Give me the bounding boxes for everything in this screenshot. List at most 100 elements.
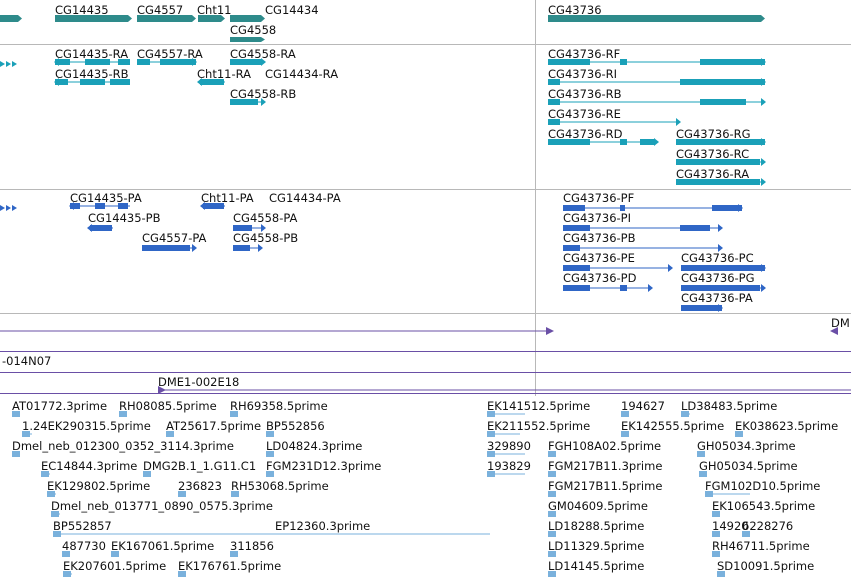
transcript-glyph-exon[interactable] — [137, 59, 150, 65]
transcript-label[interactable]: CG43736-RG — [676, 127, 751, 141]
clone-arrow[interactable] — [830, 327, 838, 335]
est-label[interactable]: 487730 — [62, 539, 106, 553]
transcript-glyph-arrow[interactable] — [676, 118, 681, 126]
gene-bar[interactable] — [198, 15, 225, 22]
protein-label[interactable]: CG43736-PA — [681, 291, 753, 305]
transcript-glyph-arrow[interactable] — [654, 138, 659, 146]
protein-glyph-arrow[interactable] — [718, 224, 723, 232]
transcript-glyph-exon[interactable] — [676, 179, 760, 185]
protein-glyph-exon[interactable] — [142, 245, 190, 251]
est-label[interactable]: EK211552.5prime — [487, 419, 591, 433]
transcript-label[interactable]: CG43736-RF — [548, 47, 621, 61]
transcript-glyph-exon[interactable] — [620, 139, 627, 145]
est-label[interactable]: SD10091.5prime — [717, 559, 815, 573]
gene-bar[interactable] — [0, 15, 22, 22]
est-glyph[interactable] — [548, 511, 554, 517]
est-glyph[interactable] — [47, 491, 53, 497]
protein-label[interactable]: CG4558-PB — [233, 231, 299, 245]
transcript-label[interactable]: CG43736-RA — [676, 167, 750, 181]
est-glyph[interactable] — [178, 491, 184, 497]
est-glyph[interactable] — [487, 451, 493, 457]
transcript-glyph-arrow[interactable] — [761, 178, 766, 186]
est-glyph[interactable] — [735, 431, 741, 437]
est-label[interactable]: LD11329.5prime — [548, 539, 645, 553]
transcript-glyph-exon[interactable] — [640, 139, 655, 145]
protein-glyph[interactable] — [6, 205, 11, 211]
est-label[interactable]: FGM102D10.5prime — [705, 479, 821, 493]
est-label[interactable]: FGM217B11.5prime — [548, 479, 663, 493]
est-label[interactable]: DMG2B.1_1.G11.C1 — [143, 459, 257, 473]
est-glyph[interactable] — [712, 511, 718, 517]
transcript-label[interactable]: CG43736-RC — [676, 147, 750, 161]
est-glyph[interactable] — [548, 491, 554, 497]
protein-glyph-arrow[interactable] — [738, 204, 743, 212]
est-glyph[interactable] — [712, 531, 718, 537]
transcript-glyph[interactable] — [6, 61, 11, 67]
protein-glyph-exon[interactable] — [203, 203, 224, 209]
est-label[interactable]: EC14844.3prime — [41, 459, 138, 473]
protein-glyph-exon[interactable] — [95, 203, 105, 209]
gene-label[interactable]: CG43736 — [548, 3, 602, 17]
est-glyph[interactable] — [266, 471, 272, 477]
gene-bar[interactable] — [55, 15, 132, 22]
protein-glyph-exon[interactable] — [90, 225, 112, 231]
transcript-glyph-exon[interactable] — [548, 99, 560, 105]
protein-glyph-arrow[interactable] — [761, 284, 766, 292]
transcript-label[interactable]: CG43736-RB — [548, 87, 622, 101]
transcript-glyph-arrow[interactable] — [261, 98, 266, 106]
est-glyph[interactable] — [621, 411, 627, 417]
transcript-glyph-exon[interactable] — [230, 99, 258, 105]
protein-glyph-exon[interactable] — [712, 205, 742, 211]
protein-glyph-exon[interactable] — [563, 285, 590, 291]
est-label[interactable]: FGM231D12.3prime — [266, 459, 382, 473]
transcript-glyph-exon[interactable] — [110, 79, 130, 85]
transcript-glyph-exon[interactable] — [548, 59, 590, 65]
est-glyph[interactable] — [143, 471, 149, 477]
protein-label[interactable]: CG43736-PF — [563, 191, 635, 205]
transcript-glyph-arrow[interactable] — [761, 98, 766, 106]
transcript-glyph-exon[interactable] — [548, 119, 560, 125]
est-glyph[interactable] — [487, 431, 493, 437]
protein-label[interactable]: CG43736-PG — [681, 271, 755, 285]
est-glyph[interactable] — [548, 451, 554, 457]
est-glyph[interactable] — [621, 431, 627, 437]
est-label[interactable]: Dmel_neb_013771_0890_0575.3prime — [51, 499, 273, 513]
est-label[interactable]: EK176761.5prime — [178, 559, 282, 573]
gene-label[interactable]: CG14434 — [265, 3, 319, 17]
est-label[interactable]: LD14145.5prime — [548, 559, 645, 573]
est-label[interactable]: 194627 — [621, 399, 665, 413]
est-label[interactable]: BP552856 — [266, 419, 325, 433]
est-glyph[interactable] — [63, 571, 69, 577]
est-glyph[interactable] — [230, 551, 236, 557]
est-label[interactable]: EK167061.5prime — [111, 539, 215, 553]
clone-label[interactable]: DM — [831, 316, 850, 330]
transcript-glyph-arrow[interactable] — [192, 58, 197, 66]
protein-glyph-arrow[interactable] — [718, 244, 723, 252]
est-glyph[interactable] — [548, 551, 554, 557]
est-label[interactable]: 14920 — [712, 519, 749, 533]
est-label[interactable]: EK207601.5prime — [63, 559, 167, 573]
transcript-label[interactable]: CG43736-RI — [548, 67, 618, 81]
protein-glyph-exon[interactable] — [233, 225, 252, 231]
protein-label[interactable]: CG43736-PC — [681, 251, 754, 265]
est-label[interactable]: 311856 — [230, 539, 274, 553]
transcript-label[interactable]: CG14435-RA — [55, 47, 129, 61]
transcript-glyph-exon[interactable] — [85, 59, 110, 65]
protein-label[interactable]: CG43736-PB — [563, 231, 636, 245]
transcript-glyph[interactable] — [0, 61, 5, 67]
protein-label[interactable]: CG43736-PD — [563, 271, 637, 285]
est-label[interactable]: GH05034.5prime — [699, 459, 798, 473]
protein-glyph-exon[interactable] — [233, 245, 250, 251]
clone-label[interactable]: DME1-002E18 — [158, 375, 240, 389]
gene-label[interactable]: CG14435 — [55, 3, 109, 17]
transcript-glyph-exon[interactable] — [620, 59, 627, 65]
protein-glyph-exon[interactable] — [563, 245, 580, 251]
est-glyph[interactable] — [119, 411, 125, 417]
protein-glyph-exon[interactable] — [620, 205, 625, 211]
est-glyph[interactable] — [717, 571, 723, 577]
est-label[interactable]: RH69358.5prime — [230, 399, 328, 413]
protein-glyph-exon[interactable] — [563, 205, 585, 211]
transcript-label[interactable]: CG14435-RB — [55, 67, 129, 81]
est-label[interactable]: EP12360.3prime — [275, 519, 371, 533]
est-label[interactable]: LD38483.5prime — [681, 399, 778, 413]
